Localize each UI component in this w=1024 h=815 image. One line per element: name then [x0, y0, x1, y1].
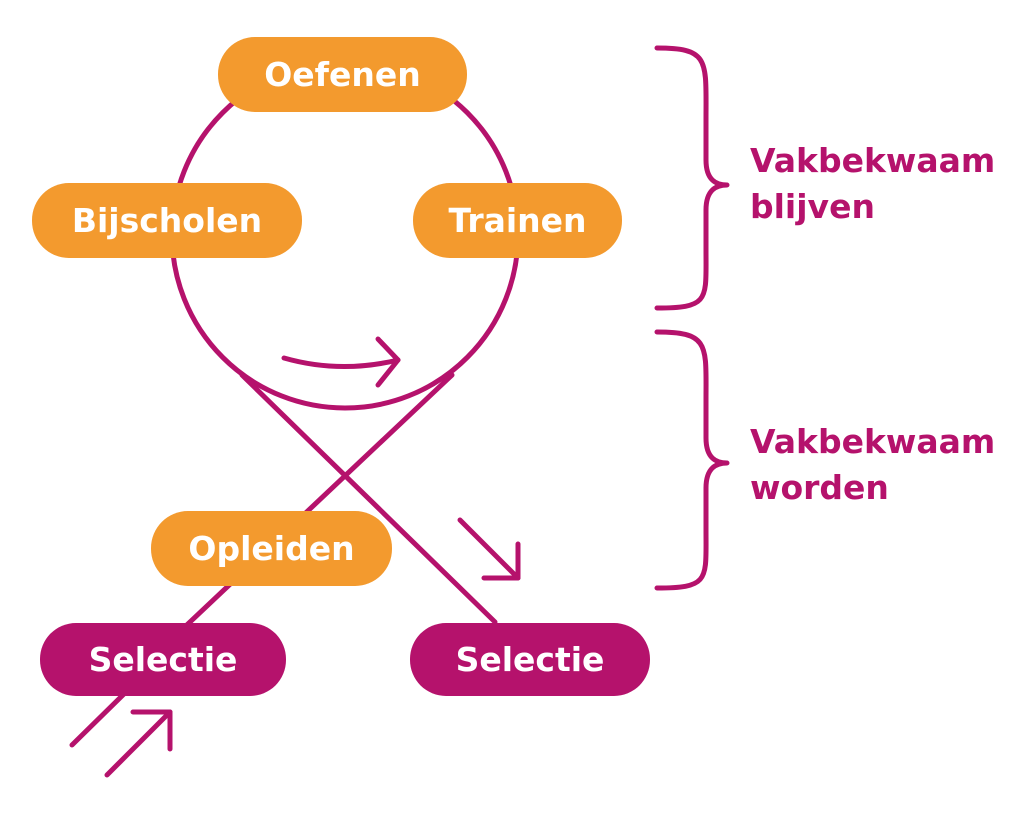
node-opleiden-label: Opleiden [188, 529, 355, 568]
label-lower-line2: worden [750, 468, 889, 507]
lower-bracket [654, 329, 730, 591]
node-bijscholen-label: Bijscholen [71, 201, 263, 240]
node-oefenen-label: Oefenen [264, 55, 421, 94]
double-arrow-icon [69, 685, 173, 778]
label-vakbekwaam-worden: Vakbekwaam worden [750, 419, 995, 511]
label-lower-line1: Vakbekwaam [750, 422, 996, 461]
label-upper-line1: Vakbekwaam [750, 141, 996, 180]
upper-bracket [654, 45, 730, 311]
node-selectie-right-label: Selectie [455, 640, 605, 679]
node-selectie-right: Selectie [410, 623, 650, 696]
node-bijscholen: Bijscholen [32, 183, 302, 258]
node-trainen: Trainen [413, 183, 622, 258]
label-upper-line2: blijven [750, 187, 875, 226]
node-oefenen: Oefenen [218, 37, 467, 112]
node-selectie-left: Selectie [40, 623, 286, 696]
node-selectie-left-label: Selectie [88, 640, 238, 679]
node-opleiden: Opleiden [151, 511, 392, 586]
curved-arrow-icon [281, 336, 401, 388]
cross-line-down [239, 372, 498, 625]
diagonal-arrow-icon [457, 517, 521, 581]
label-vakbekwaam-blijven: Vakbekwaam blijven [750, 138, 995, 230]
node-trainen-label: Trainen [448, 201, 587, 240]
